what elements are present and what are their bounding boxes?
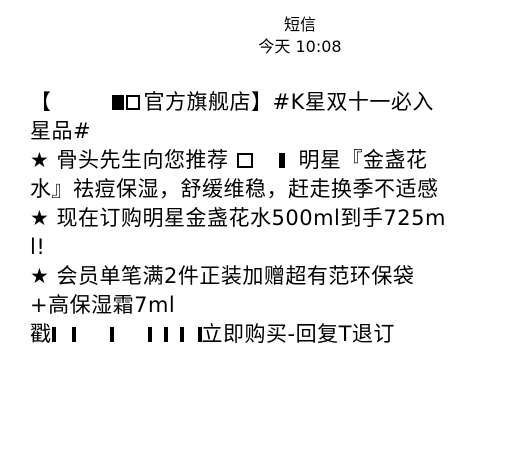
message-paragraph-4: ★ 会员单笔满2件正装加赠超有范环保袋+高保湿霜7ml xyxy=(30,264,415,317)
message-paragraph-2: ★ 骨头先生向您推荐明星『金盏花水』祛痘保湿，舒缓维稳，赶走换季不适感 xyxy=(30,148,439,201)
redacted-brand xyxy=(229,150,299,170)
message-timestamp: 今天 10:08 xyxy=(258,37,342,56)
message-paragraph-5: 戳立即购买-回复T退订 xyxy=(30,322,395,346)
redacted-brand xyxy=(52,92,144,112)
message-paragraph-1: 【官方旗舰店】#K星双十一必入星品# xyxy=(30,90,434,143)
conversation-title: 短信 xyxy=(283,15,316,34)
redacted-link[interactable] xyxy=(51,324,202,344)
sms-header: 短信 今天 10:08 xyxy=(0,14,512,58)
message-body: 【官方旗舰店】#K星双十一必入星品# ★ 骨头先生向您推荐明星『金盏花水』祛痘保… xyxy=(30,88,450,349)
message-paragraph-3: ★ 现在订购明星金盏花水500ml到手725ml! xyxy=(30,206,446,259)
